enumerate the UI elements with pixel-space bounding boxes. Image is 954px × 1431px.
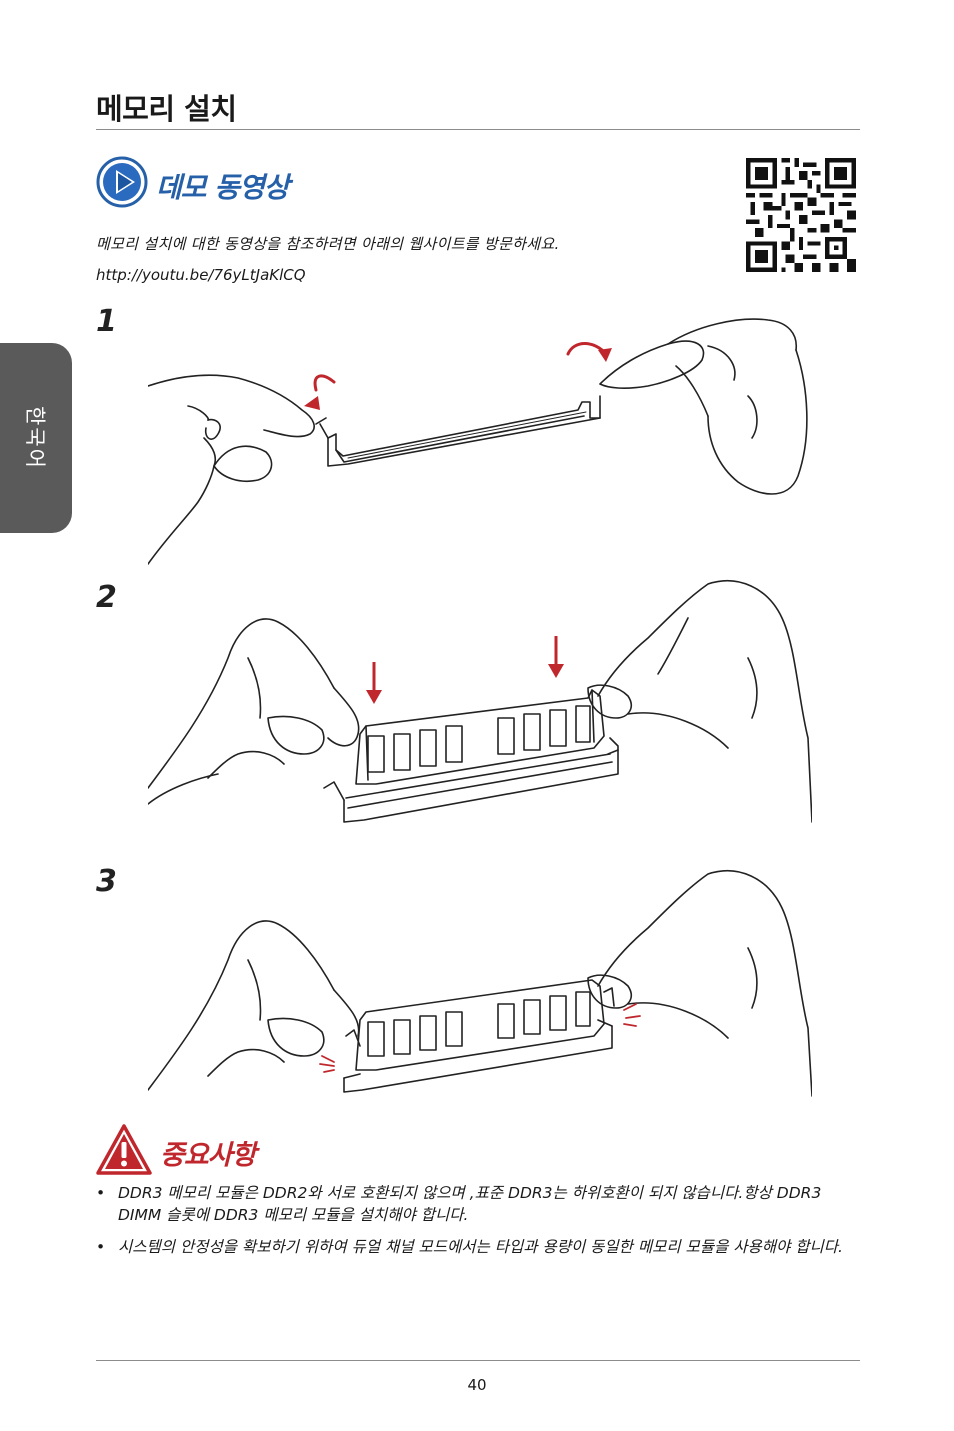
step-number: 2 (96, 580, 117, 615)
page-number: 40 (467, 1376, 487, 1394)
top-divider (96, 129, 860, 130)
side-tab-label: 한국어 (23, 406, 47, 470)
step-3-illustration (148, 870, 812, 1097)
step-number: 1 (96, 304, 117, 339)
warning-icon (96, 1124, 152, 1175)
demo-video-title: 데모 동영상 (156, 171, 290, 204)
page-title: 메모리 설치 (96, 92, 237, 126)
play-icon[interactable] (96, 156, 148, 208)
step-2-illustration (148, 580, 812, 823)
important-notes-list: DDR3 메모리 모듈은 DDR2와 서로 호환되지 않으며 ,표준 DDR3는… (96, 1182, 860, 1268)
list-item: 시스템의 안정성을 확보하기 위하여 듀얼 채널 모드에서는 타입과 용량이 동… (96, 1236, 860, 1258)
language-side-tab: 한국어 (0, 343, 72, 533)
step-number: 3 (96, 864, 117, 899)
demo-instruction-text: 메모리 설치에 대한 동영상을 참조하려면 아래의 웹사이트를 방문하세요. (96, 235, 560, 253)
list-item: DDR3 메모리 모듈은 DDR2와 서로 호환되지 않으며 ,표준 DDR3는… (96, 1182, 860, 1226)
demo-video-link[interactable]: http://youtu.be/76yLtJaKlCQ (96, 266, 306, 284)
important-title: 중요사항 (160, 1140, 256, 1171)
qr-code (746, 158, 856, 272)
bottom-divider (96, 1360, 860, 1361)
step-1-illustration (148, 318, 808, 565)
